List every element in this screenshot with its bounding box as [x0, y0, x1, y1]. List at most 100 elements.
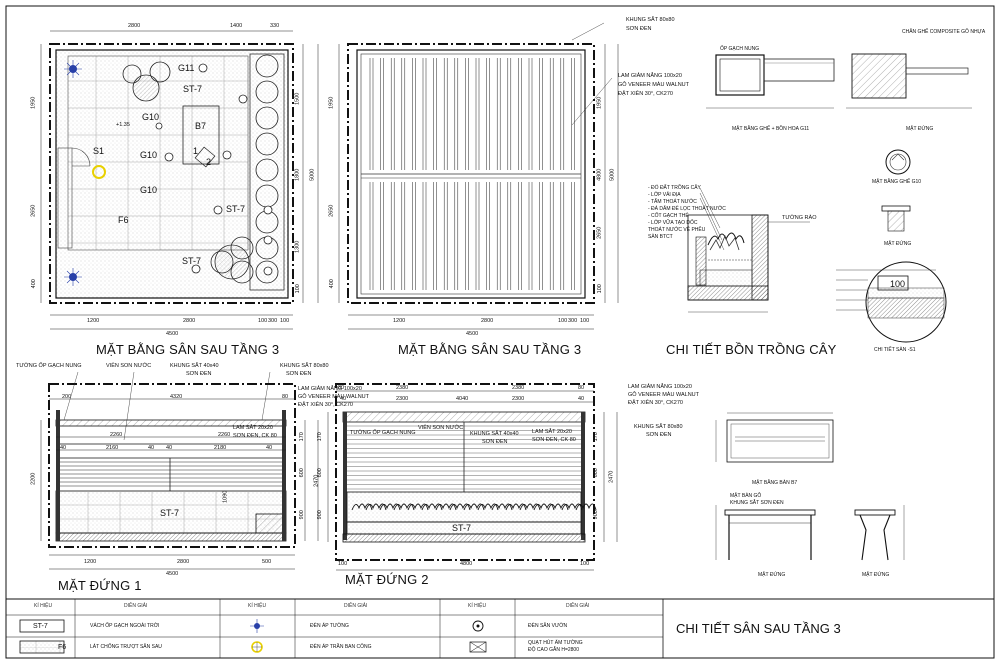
note: SƠN ĐEN, CK 80: [233, 433, 277, 439]
dim: 1300: [294, 240, 301, 253]
tag-st7: ST-7: [183, 84, 203, 94]
dim: 40: [266, 445, 273, 451]
dim: 100: [580, 561, 590, 567]
detail-g11: [706, 53, 972, 109]
lamp-ceiling-icon: [92, 165, 106, 179]
wall-label: TƯỜNG RÀO: [782, 215, 817, 221]
detail-g10: [881, 149, 911, 232]
railing-bars: [347, 422, 581, 492]
dim: 600: [592, 468, 599, 478]
wall-lamp-icon: [250, 619, 264, 633]
s1-tag: 100: [890, 279, 906, 289]
plan-2-title: MẶT BẰNG SÂN SAU TẦNG 3: [398, 342, 582, 357]
note: GỖ VENEER MÀU WALNUT: [618, 82, 689, 88]
tag-g10: G10: [142, 112, 160, 122]
dim: 40: [578, 396, 585, 402]
dim: 40: [60, 445, 67, 451]
dim: 2800: [128, 23, 141, 29]
dim-total: 4500: [466, 331, 479, 337]
dim: 80: [338, 385, 345, 391]
dim: 170: [592, 432, 599, 442]
note: VIÊN SON NƯỚC: [106, 363, 152, 369]
tag-b7: B7: [195, 121, 207, 131]
dim: 900: [298, 510, 305, 520]
legend-symbol-text: F6: [58, 644, 67, 651]
dim: 1200: [87, 318, 100, 324]
sheet-title: CHI TIẾT SÂN SAU TẦNG 3: [676, 621, 841, 636]
tag-s1: S1: [93, 146, 105, 156]
note: THOÁT NƯỚC VỀ PHỄU: [648, 227, 706, 233]
dim: 200: [62, 394, 72, 400]
louver-slats: [369, 58, 575, 290]
tag-st7: ST-7: [226, 204, 246, 214]
dim: 1400: [230, 23, 243, 29]
railing-bars: [60, 458, 282, 491]
dim: 1200: [393, 318, 406, 324]
dim: 1500: [294, 92, 301, 105]
note: - LỚP VẢI ĐỊA: [648, 192, 681, 198]
dim: 2650: [596, 226, 603, 239]
note: GỖ VENEER MÀU WALNUT: [298, 394, 369, 400]
note: LAM GIẢM NẮNG 100x20: [298, 386, 362, 392]
elevation-2-title: MẶT ĐỨNG 2: [345, 572, 429, 587]
dim: 2380: [396, 385, 409, 391]
dim: 2300: [512, 396, 525, 402]
note: LAM SẮT 20x20: [233, 425, 273, 431]
dim: 2260: [218, 432, 231, 438]
ceiling-lamp-icon: [251, 641, 263, 653]
note: SƠN ĐEN, CK 80: [532, 437, 576, 443]
legend-desc: QUẠT HÚT ẨM TƯỜNG: [528, 640, 583, 646]
legend-desc: LÁT CHỐNG TRƯỢT SÂN SAU: [90, 644, 162, 650]
note: SÀN BTCT: [648, 234, 673, 240]
elev2-tag: ST-7: [452, 523, 472, 533]
legend-desc: VÁCH ỐP GẠCH NGOÀI TRỜI: [90, 623, 160, 629]
tag-st7: ST-7: [182, 256, 202, 266]
b7-plan-label: MẶT BẰNG BÀN B7: [752, 480, 798, 486]
dim: 2470: [608, 470, 615, 483]
dim: 1800: [294, 168, 301, 181]
dim: 170: [316, 432, 323, 442]
dim: 100: [294, 284, 301, 294]
note: LAM GIẢM NẮNG 100x20: [628, 384, 692, 390]
legend-header: KÍ HIỆU: [248, 603, 267, 609]
dim-total: 4500: [166, 571, 179, 577]
note: SƠN ĐEN: [286, 371, 312, 377]
legend-header: DIỄN GIẢI: [566, 603, 590, 609]
note: - ĐỔ ĐẤT TRỒNG CÂY: [648, 185, 701, 191]
dim: 1950: [596, 96, 603, 109]
dim: 40: [166, 445, 173, 451]
tag-g11: G11: [178, 63, 195, 73]
dim: 100: [338, 561, 348, 567]
note: - CỐT GẠCH THẺ: [648, 213, 689, 219]
dim: 300: [268, 318, 278, 324]
note: - LỚP VỮA TẠO DỐC: [648, 220, 698, 226]
dim: 600: [298, 468, 305, 478]
dim: 100: [280, 318, 290, 324]
g10-label: MẶT BẰNG GHẾ G10: [872, 179, 922, 185]
note: CHÂN GHẾ COMPOSITE GỖ NHỰA: [902, 29, 986, 35]
dim: 2160: [106, 445, 119, 451]
note: SƠN ĐEN: [626, 26, 652, 32]
dim: 1090: [222, 490, 229, 503]
note: - ĐÁ DĂM ĐỂ LỌC THOÁT NƯỚC: [648, 206, 726, 212]
dim: 100: [258, 318, 268, 324]
legend-desc: ĐÈN ÁP TƯỜNG: [310, 623, 349, 629]
planter-title: CHI TIẾT BỒN TRỒNG CÂY: [666, 342, 837, 357]
legend-symbol-text: ST-7: [33, 623, 48, 630]
g11-label: MẶT BẰNG GHẾ + BỒN HOA G11: [732, 126, 810, 132]
dim-total: 5000: [309, 168, 316, 181]
detail-b7: [715, 412, 905, 561]
legend-symbol-st7: [19, 619, 65, 633]
note: LAM SẮT 20x20: [532, 429, 572, 435]
exhaust-fan-icon: [469, 641, 487, 653]
note: KHUNG SẮT 40x40: [170, 363, 219, 369]
legend-header: KÍ HIỆU: [34, 603, 53, 609]
dim: 4800: [596, 168, 603, 181]
note: VIÊN SON NƯỚC: [418, 425, 464, 431]
plan-1-title: MẶT BẰNG SÂN SAU TẦNG 3: [96, 342, 280, 357]
g11-elev-label: MẶT ĐỨNG: [906, 126, 934, 132]
planter-foliage: [351, 503, 597, 511]
dim: 2180: [214, 445, 227, 451]
dim: 4040: [456, 396, 469, 402]
